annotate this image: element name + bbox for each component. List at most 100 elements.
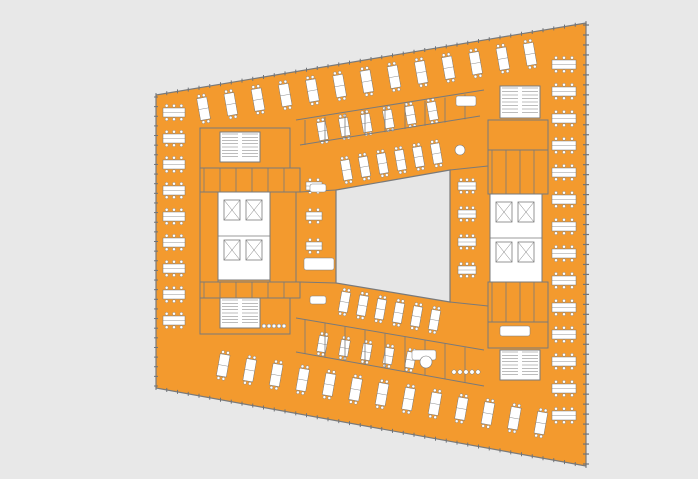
desk-divider xyxy=(218,364,229,367)
chair xyxy=(221,377,226,381)
chair xyxy=(459,178,463,182)
desk-cluster xyxy=(426,97,439,125)
desk-divider xyxy=(340,301,349,303)
chair xyxy=(358,375,363,379)
desk-divider xyxy=(384,118,393,120)
chair xyxy=(433,388,437,393)
chair xyxy=(397,87,401,92)
chair xyxy=(473,74,478,79)
chair xyxy=(380,405,384,410)
chair xyxy=(172,247,176,251)
chair xyxy=(562,353,566,357)
chair xyxy=(390,344,395,349)
chair xyxy=(338,114,343,119)
chair xyxy=(172,143,176,147)
desk-divider xyxy=(482,412,493,415)
chair xyxy=(562,285,566,289)
chair xyxy=(562,56,566,60)
chair xyxy=(471,190,475,194)
desk-cluster xyxy=(430,139,443,168)
chair xyxy=(411,384,415,389)
chair xyxy=(338,70,342,75)
chair xyxy=(392,88,396,92)
chair xyxy=(172,234,176,238)
chair xyxy=(471,218,475,222)
chair xyxy=(247,355,252,359)
chair xyxy=(251,85,255,89)
lift-shaft xyxy=(495,241,513,263)
chair xyxy=(206,119,211,123)
chair xyxy=(248,381,252,386)
chair xyxy=(179,195,184,199)
meeting-table xyxy=(303,257,335,271)
chair xyxy=(283,79,288,84)
chair xyxy=(570,69,574,73)
desk-cluster xyxy=(507,403,522,434)
chair xyxy=(570,191,574,195)
chair xyxy=(164,325,169,329)
chair xyxy=(419,303,423,307)
chair xyxy=(296,390,300,395)
chair xyxy=(465,262,469,266)
chair xyxy=(368,340,373,345)
chair xyxy=(380,174,385,178)
chair xyxy=(562,245,566,249)
desk-cluster xyxy=(551,137,577,154)
chair xyxy=(179,221,184,225)
chair xyxy=(392,61,396,66)
chair xyxy=(224,89,228,94)
desk-cluster xyxy=(551,56,577,73)
chair xyxy=(570,110,574,114)
wall xyxy=(295,351,485,387)
chair xyxy=(179,143,184,147)
chair xyxy=(342,287,347,292)
desk-divider xyxy=(412,315,421,318)
meeting-table xyxy=(309,183,327,193)
chair xyxy=(554,164,558,168)
chair xyxy=(471,262,475,266)
chair xyxy=(554,339,558,343)
chair xyxy=(434,164,439,168)
chair xyxy=(421,166,425,171)
chair xyxy=(562,272,566,276)
desk-cluster xyxy=(522,38,538,70)
chair xyxy=(554,231,558,235)
chair xyxy=(562,393,566,397)
wall xyxy=(299,281,337,284)
chair xyxy=(507,429,512,433)
lift-shaft xyxy=(517,201,535,223)
chair xyxy=(261,110,265,114)
chair xyxy=(301,391,305,395)
desk-cluster xyxy=(480,398,496,429)
chair xyxy=(387,105,391,110)
chair xyxy=(562,339,566,343)
chair xyxy=(570,123,574,127)
desk-divider xyxy=(340,126,349,128)
chair xyxy=(387,364,391,369)
chair xyxy=(338,355,343,360)
lounge-seat xyxy=(457,369,463,375)
chair xyxy=(179,104,184,108)
desk-divider xyxy=(384,355,393,357)
desk-cluster xyxy=(457,178,477,194)
chair xyxy=(375,405,380,409)
desk-divider xyxy=(428,110,437,112)
chair xyxy=(428,329,432,334)
chair xyxy=(554,272,558,276)
chair xyxy=(459,218,463,222)
chair xyxy=(179,234,184,238)
desk-cluster xyxy=(410,302,423,331)
chair xyxy=(406,410,411,415)
chair xyxy=(362,152,367,156)
chair xyxy=(562,96,566,100)
desk-cluster xyxy=(551,380,577,397)
desk-cluster xyxy=(551,83,577,100)
lift-cross xyxy=(245,239,263,261)
chair xyxy=(403,170,407,174)
chair xyxy=(179,169,184,173)
chair xyxy=(327,396,331,400)
chair xyxy=(562,164,566,168)
chair xyxy=(486,425,490,429)
desk-cluster xyxy=(321,369,337,400)
chair xyxy=(554,407,558,411)
